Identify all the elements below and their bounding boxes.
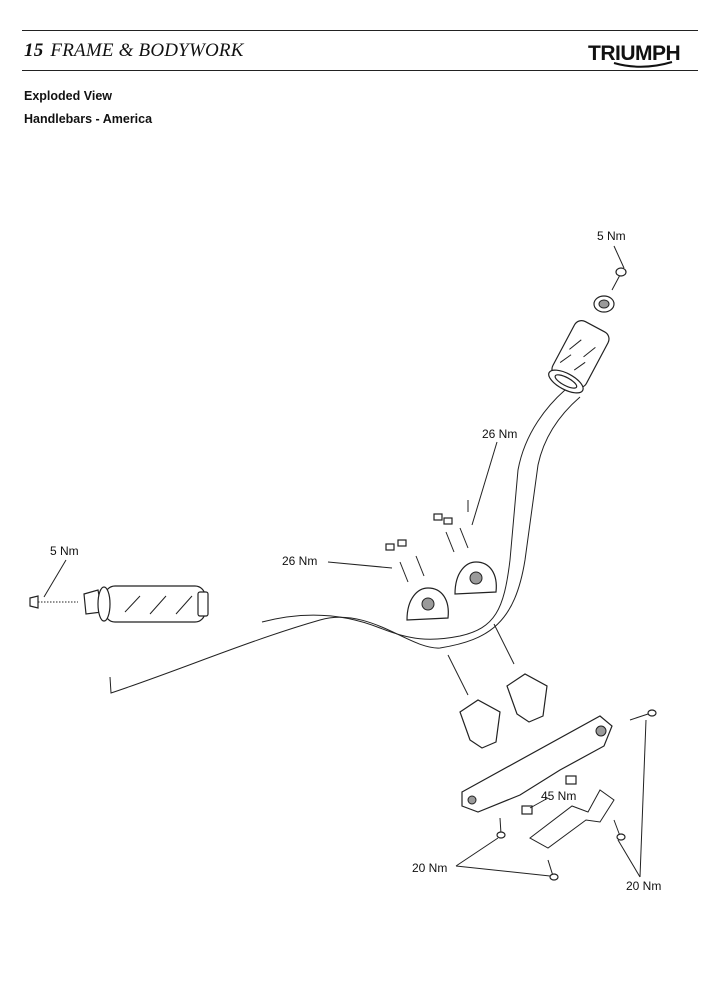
leader-lines [43, 245, 647, 878]
torque-label-upper-clamp-left: 26 Nm [282, 554, 317, 568]
left-grip [97, 585, 209, 623]
section-name: FRAME & BODYWORK [50, 40, 244, 61]
page-heading: Exploded View [24, 89, 112, 103]
riser-left [459, 699, 501, 749]
upper-clamp-left [406, 587, 449, 621]
section-title: 15 FRAME & BODYWORK [24, 40, 244, 62]
clamp-bolts-left [385, 539, 425, 583]
header-bottom-rule [22, 70, 698, 71]
torque-label-upper-clamp-right: 26 Nm [482, 427, 517, 441]
upper-clamp-right [454, 561, 497, 595]
handlebar-tube-inner [261, 389, 566, 640]
right-grip-end-weight [593, 295, 615, 313]
clamp-bolts-right [433, 500, 469, 553]
bracket-bolts [496, 709, 657, 881]
section-number: 15 [24, 40, 44, 61]
top-yoke [461, 715, 613, 813]
riser-right [506, 673, 548, 723]
torque-label-left-grip: 5 Nm [50, 544, 79, 558]
handlebar-tube [109, 396, 581, 694]
torque-label-bracket-left: 20 Nm [412, 861, 447, 875]
left-grip-screw [29, 595, 78, 609]
torque-label-right-grip: 5 Nm [597, 229, 626, 243]
header-top-rule [22, 30, 698, 31]
brand-name: TRIUMPH [588, 42, 680, 65]
right-grip-screw [611, 267, 627, 291]
page-subheading: Handlebars - America [24, 112, 153, 126]
torque-label-bracket-right: 20 Nm [626, 879, 661, 893]
cable-bracket [529, 789, 615, 849]
triumph-logo: TRIUMPH [588, 42, 681, 68]
yoke-nut [521, 775, 577, 815]
riser-bolts [447, 623, 515, 696]
right-grip [548, 320, 610, 394]
torque-label-riser-nut: 45 Nm [541, 789, 576, 803]
